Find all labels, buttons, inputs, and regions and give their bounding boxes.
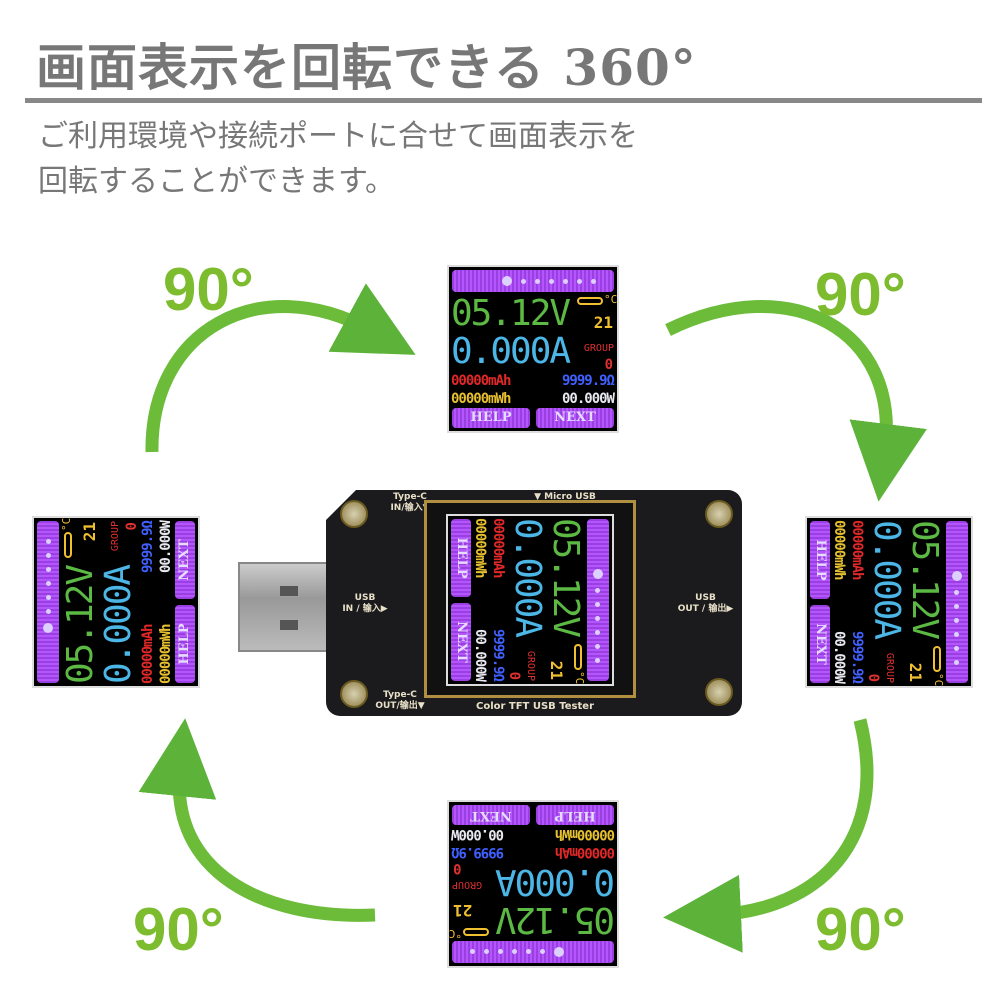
arrow-top-right xyxy=(665,300,927,502)
current: 0.000A xyxy=(496,861,615,902)
thermometer-icon xyxy=(463,928,489,936)
thermometer-icon xyxy=(64,532,72,558)
arrow-bottom-right xyxy=(663,718,874,953)
temperature: 21 xyxy=(593,313,613,332)
group-label: GROUP xyxy=(452,879,483,890)
help-button[interactable]: HELP xyxy=(175,605,195,683)
rotation-label: 90° xyxy=(133,896,224,963)
group-label: GROUP xyxy=(583,343,614,354)
capacity-mah: 00000mAh xyxy=(849,520,865,580)
screen-180deg: 05.12V °C 21 0.000A GROUP 0 00000mAh 999… xyxy=(447,800,619,968)
thermometer-icon xyxy=(933,646,941,672)
capacity-mah: 00000mAh xyxy=(451,373,511,389)
temp-unit: °C xyxy=(932,673,945,687)
group-value: 0 xyxy=(453,860,462,876)
temperature: 21 xyxy=(547,660,566,680)
group-label: GROUP xyxy=(525,650,536,681)
temp-unit: °C xyxy=(448,927,462,940)
page-indicator xyxy=(587,519,609,681)
resistance: 9999.9Ω xyxy=(452,844,505,860)
page-indicator xyxy=(946,521,968,683)
next-button[interactable]: NEXT xyxy=(175,521,195,599)
temp-unit: °C xyxy=(573,671,586,685)
page-title: 画面表示を回転できる 360° xyxy=(36,38,697,97)
voltage: 05.12V xyxy=(496,899,615,940)
subtitle-line-1: ご利用環境や接続ポートに合せて画面表示を xyxy=(38,119,638,154)
energy-mwh: 00000mWh xyxy=(451,391,511,407)
next-button[interactable]: NEXT xyxy=(452,805,530,825)
screw-icon xyxy=(340,680,368,708)
capacity-mah: 00000mAh xyxy=(490,518,506,578)
model-label: Color TFT USB Tester xyxy=(475,701,595,712)
power: 00.000W xyxy=(158,521,174,574)
next-button[interactable]: NEXT xyxy=(536,408,614,428)
screen-device: 05.12V °C 21 0.000A GROUP 0 00000mAh 999… xyxy=(446,514,614,686)
power: 00.000W xyxy=(561,391,615,407)
temperature: 21 xyxy=(906,662,925,682)
capacity-mah: 00000mAh xyxy=(555,844,615,860)
temperature: 21 xyxy=(80,522,99,542)
temperature: 21 xyxy=(453,901,473,920)
screw-icon xyxy=(705,678,733,706)
rotation-label: 90° xyxy=(815,261,906,328)
capacity-mah: 00000mAh xyxy=(140,624,156,684)
energy-mwh: 00000mWh xyxy=(555,826,615,842)
screen-90deg: 05.12V °C 21 0.000A GROUP 0 00000mAh 999… xyxy=(805,516,973,688)
power: 00.000W xyxy=(472,628,488,681)
group-value: 0 xyxy=(604,357,613,373)
current: 0.000A xyxy=(98,565,139,684)
help-button[interactable]: HELP xyxy=(451,519,471,597)
group-value: 0 xyxy=(865,673,881,682)
rotation-label: 90° xyxy=(163,256,254,323)
current: 0.000A xyxy=(451,331,571,372)
arrow-top-left xyxy=(145,283,416,453)
screen-0deg: 05.12V °C 21 0.000A GROUP 0 00000mAh 999… xyxy=(447,265,619,433)
screw-icon xyxy=(340,500,368,528)
page-indicator xyxy=(452,941,614,963)
energy-mwh: 00000mWh xyxy=(831,520,847,580)
power: 00.000W xyxy=(831,630,847,683)
help-button[interactable]: HELP xyxy=(536,805,614,825)
voltage: 05.12V xyxy=(904,520,945,639)
resistance: 9999.9Ω xyxy=(140,521,156,574)
thermometer-icon xyxy=(577,297,603,305)
help-button[interactable]: HELP xyxy=(452,408,530,428)
resistance: 9999.9Ω xyxy=(561,373,615,389)
screen-270deg: 05.12V °C 21 0.000A GROUP 0 00000mAh 999… xyxy=(32,516,200,688)
resistance: 9999.9Ω xyxy=(490,628,506,681)
group-value: 0 xyxy=(506,671,522,680)
power: 00.000W xyxy=(452,826,505,842)
help-button[interactable]: HELP xyxy=(810,521,830,599)
group-label: GROUP xyxy=(884,652,895,683)
usb-plug xyxy=(238,562,334,652)
current: 0.000A xyxy=(866,520,907,639)
next-button[interactable]: NEXT xyxy=(810,605,830,683)
resistance: 9999.9Ω xyxy=(849,630,865,683)
rotation-label: 90° xyxy=(815,896,906,963)
page-indicator xyxy=(37,521,59,683)
next-button[interactable]: NEXT xyxy=(451,603,471,681)
arrow-bottom-left xyxy=(138,718,376,922)
group-value: 0 xyxy=(124,522,140,531)
temp-unit: °C xyxy=(60,517,73,531)
page-indicator xyxy=(452,270,614,292)
energy-mwh: 00000mWh xyxy=(158,624,174,684)
micro-usb-label: ▼ Micro USB xyxy=(534,492,596,502)
temp-unit: °C xyxy=(604,293,618,306)
thermometer-icon xyxy=(574,644,582,670)
voltage: 05.12V xyxy=(60,565,101,684)
title-divider xyxy=(25,98,982,103)
screw-icon xyxy=(705,500,733,528)
subtitle-line-2: 回転することができます。 xyxy=(38,164,395,199)
energy-mwh: 00000mWh xyxy=(472,518,488,578)
group-label: GROUP xyxy=(110,521,121,552)
current: 0.000A xyxy=(507,518,548,637)
voltage: 05.12V xyxy=(451,293,571,334)
voltage: 05.12V xyxy=(545,518,586,637)
